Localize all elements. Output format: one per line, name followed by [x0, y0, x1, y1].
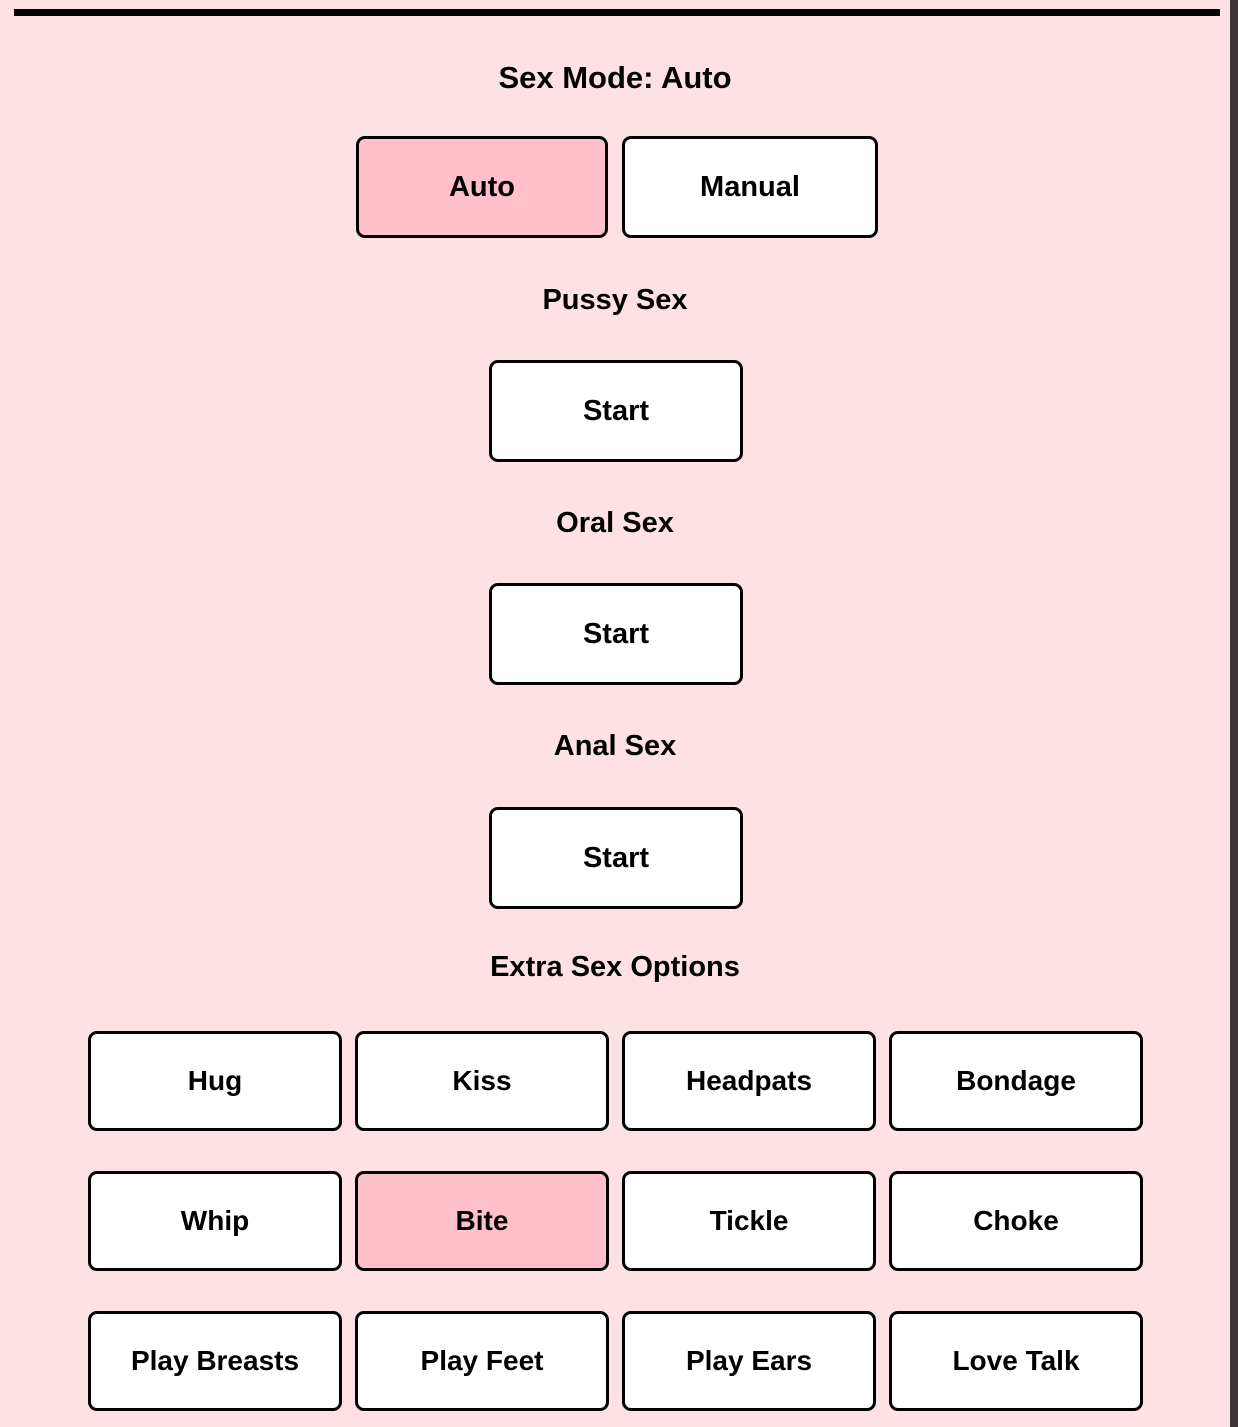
window-right-gutter[interactable] — [1230, 0, 1238, 1427]
extra-options-grid: Hug Kiss Headpats Bondage Whip Bite Tick… — [88, 1031, 1144, 1411]
extra-option-button[interactable]: Bondage — [889, 1031, 1143, 1131]
start-button-anal-sex[interactable]: Start — [489, 807, 743, 909]
section-heading-oral-sex: Oral Sex — [556, 507, 674, 539]
section-heading-pussy-sex: Pussy Sex — [542, 284, 688, 316]
extra-option-button[interactable]: Hug — [88, 1031, 342, 1131]
extra-option-button[interactable]: Choke — [889, 1171, 1143, 1271]
extra-option-button[interactable]: Whip — [88, 1171, 342, 1271]
extra-option-button[interactable]: Play Feet — [355, 1311, 609, 1411]
extra-option-button[interactable]: Headpats — [622, 1031, 876, 1131]
page-title: Sex Mode: Auto — [498, 60, 732, 95]
section-heading-extra-sex-options: Extra Sex Options — [490, 951, 740, 983]
extra-option-button[interactable]: Play Ears — [622, 1311, 876, 1411]
mode-button-manual[interactable]: Manual — [622, 136, 878, 238]
start-button-pussy-sex[interactable]: Start — [489, 360, 743, 462]
extra-option-button[interactable]: Love Talk — [889, 1311, 1143, 1411]
mode-button-auto[interactable]: Auto — [356, 136, 608, 238]
start-button-oral-sex[interactable]: Start — [489, 583, 743, 685]
extra-option-button[interactable]: Bite — [355, 1171, 609, 1271]
top-divider-bar — [14, 9, 1220, 16]
extra-option-button[interactable]: Tickle — [622, 1171, 876, 1271]
extra-option-button[interactable]: Play Breasts — [88, 1311, 342, 1411]
section-heading-anal-sex: Anal Sex — [553, 730, 677, 762]
extra-option-button[interactable]: Kiss — [355, 1031, 609, 1131]
